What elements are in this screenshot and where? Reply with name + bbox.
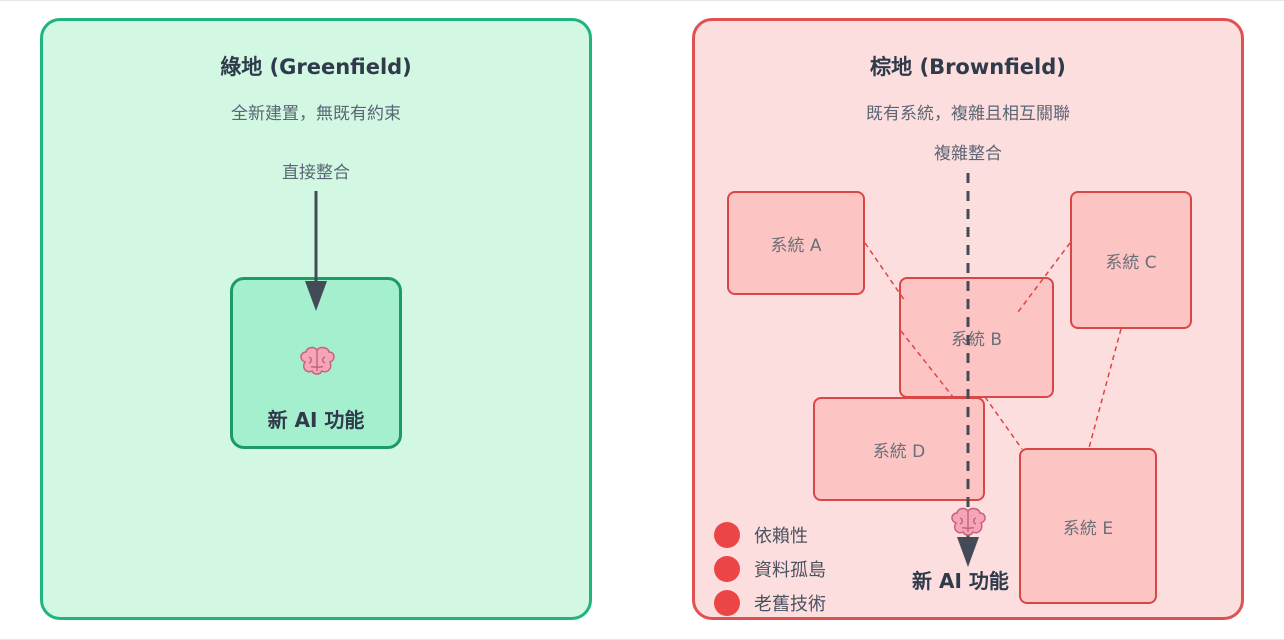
brownfield-title: 棕地 (Brownfield)	[870, 55, 1066, 79]
brownfield-flow-label: 複雜整合	[934, 144, 1002, 164]
legend-item-data-silo: 資料孤島	[714, 556, 826, 582]
legend-dot	[714, 522, 740, 548]
brain-icon	[948, 505, 988, 539]
legend-item-legacy-tech: 老舊技術	[714, 590, 826, 616]
brain-icon	[297, 344, 337, 378]
legend-dot	[714, 556, 740, 582]
brownfield-feature-label: 新 AI 功能	[912, 569, 1009, 593]
legend-label: 老舊技術	[754, 594, 826, 615]
system-c-box: 系統 C	[1070, 191, 1192, 329]
brownfield-subtitle: 既有系統，複雜且相互關聯	[866, 104, 1070, 124]
system-a-box: 系統 A	[727, 191, 865, 295]
greenfield-feature-label: 新 AI 功能	[267, 408, 365, 432]
dependency-line-c-e	[1088, 328, 1122, 449]
dependency-line-c-b	[1017, 242, 1071, 313]
dependency-line-b-d	[900, 330, 954, 398]
greenfield-subtitle: 全新建置，無既有約束	[231, 104, 401, 124]
greenfield-flow-label: 直接整合	[282, 163, 350, 183]
legend-label: 依賴性	[754, 526, 808, 547]
system-b-box: 系統 B	[899, 277, 1054, 398]
dependency-line-b-e	[984, 396, 1023, 450]
complex-integration-arrowhead	[957, 537, 979, 567]
system-e-box: 系統 E	[1019, 448, 1157, 604]
legend-item-dependency: 依賴性	[714, 522, 808, 548]
dependency-line-a-b	[864, 242, 906, 302]
legend-label: 資料孤島	[754, 560, 826, 581]
legend-dot	[714, 590, 740, 616]
greenfield-title: 綠地 (Greenfield)	[220, 55, 412, 79]
system-d-box: 系統 D	[813, 397, 985, 501]
